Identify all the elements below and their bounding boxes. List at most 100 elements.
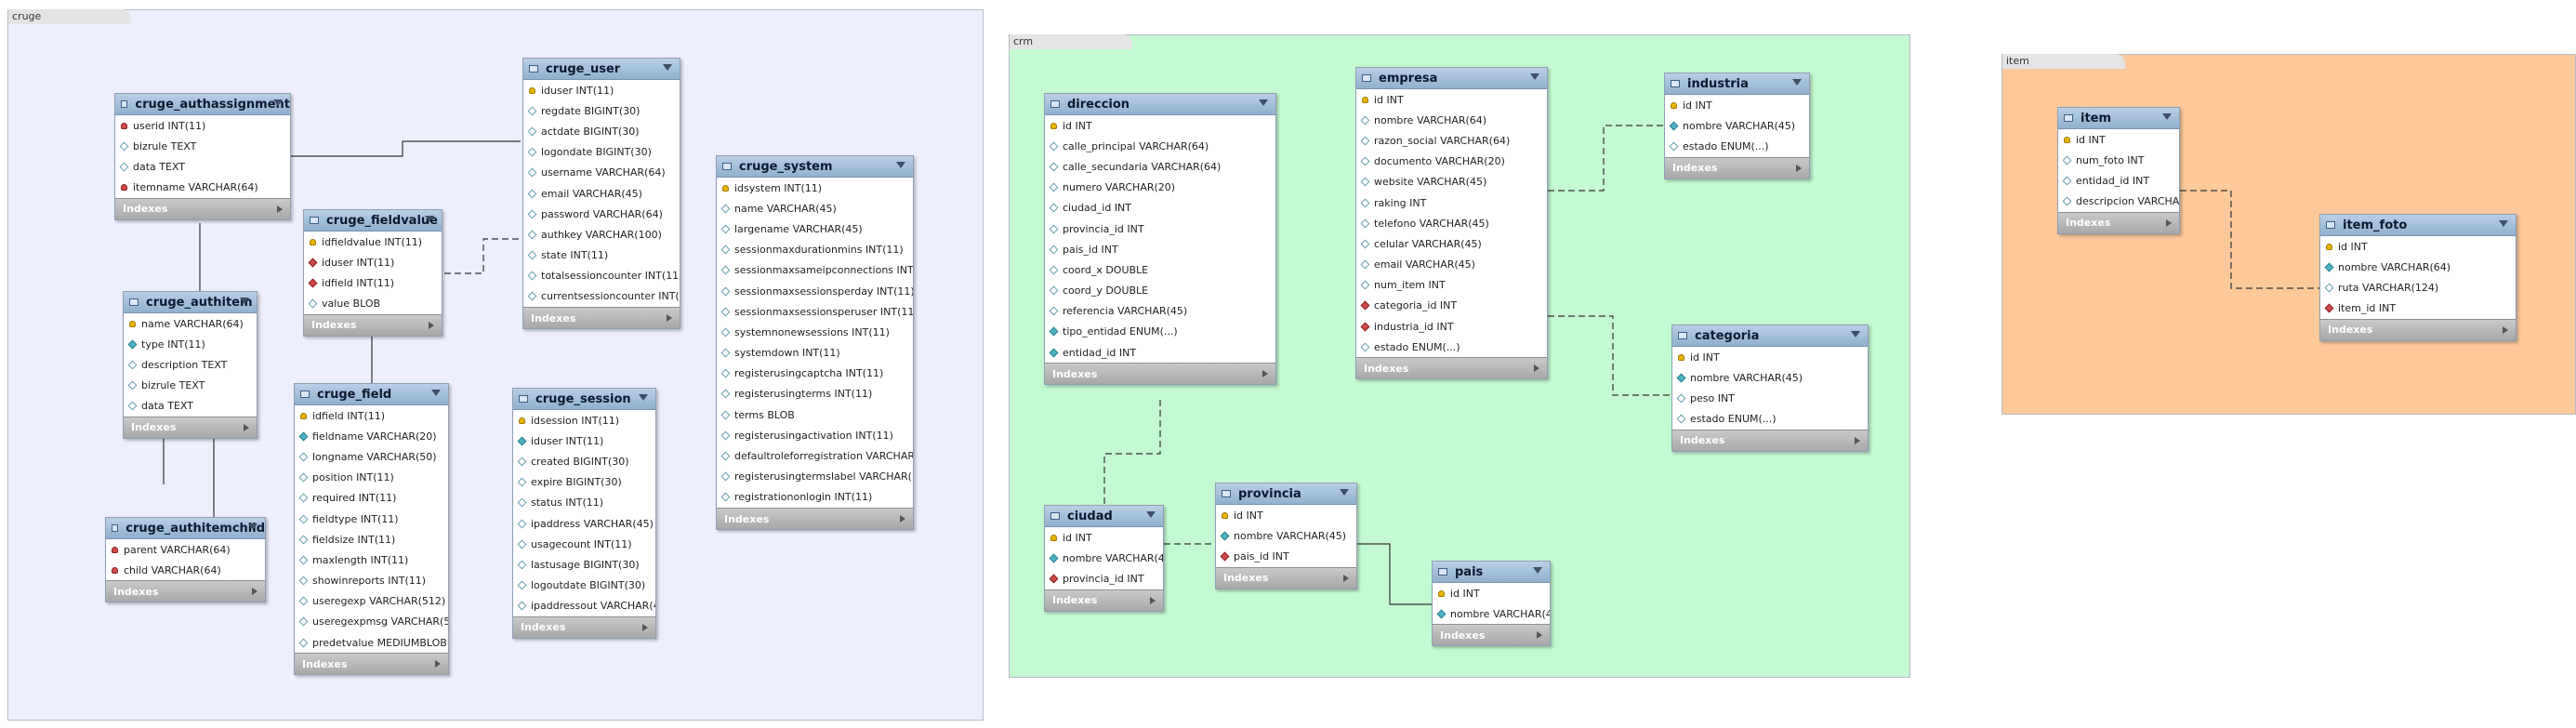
column-row[interactable]: calle_secundaria VARCHAR(64) bbox=[1045, 156, 1275, 177]
chevron-down-icon[interactable] bbox=[1792, 79, 1802, 86]
table-cruge-fieldvalue[interactable]: cruge_fieldvalue idfieldvalue INT(11)idu… bbox=[303, 209, 443, 337]
indexes-section[interactable]: Indexes bbox=[1045, 363, 1275, 385]
column-row[interactable]: descripcion VARCHA... bbox=[2058, 192, 2179, 212]
column-row[interactable]: ruta VARCHAR(124) bbox=[2320, 277, 2516, 298]
column-row[interactable]: nombre VARCHAR(45) bbox=[1045, 548, 1163, 568]
column-row[interactable]: data TEXT bbox=[124, 396, 257, 417]
table-cruge-authitem[interactable]: cruge_authitem name VARCHAR(64)type INT(… bbox=[123, 291, 258, 439]
chevron-down-icon[interactable] bbox=[2162, 113, 2172, 120]
column-row[interactable]: peso INT bbox=[1672, 388, 1868, 408]
table-header[interactable]: cruge_user bbox=[523, 59, 680, 80]
table-cruge-system[interactable]: cruge_system idsystem INT(11)name VARCHA… bbox=[716, 155, 914, 530]
column-row[interactable]: nombre VARCHAR(64) bbox=[1356, 110, 1547, 130]
column-row[interactable]: username VARCHAR(64) bbox=[523, 163, 680, 183]
column-row[interactable]: id INT bbox=[1045, 527, 1163, 548]
column-row[interactable]: nombre VARCHAR(45) bbox=[1216, 525, 1356, 546]
column-row[interactable]: fieldsize INT(11) bbox=[295, 529, 448, 549]
chevron-right-icon[interactable] bbox=[1534, 364, 1539, 373]
column-row[interactable]: categoria_id INT bbox=[1356, 296, 1547, 316]
column-row[interactable]: industria_id INT bbox=[1356, 316, 1547, 337]
column-row[interactable]: registerusingcaptcha INT(11) bbox=[717, 364, 913, 384]
chevron-right-icon[interactable] bbox=[429, 321, 434, 329]
column-row[interactable]: registerusingtermslabel VARCHAR(100) bbox=[717, 467, 913, 487]
table-header[interactable]: empresa bbox=[1356, 68, 1547, 89]
column-row[interactable]: idfieldvalue INT(11) bbox=[304, 232, 442, 252]
column-row[interactable]: id INT bbox=[1045, 115, 1275, 136]
indexes-section[interactable]: Indexes bbox=[106, 580, 265, 602]
chevron-right-icon[interactable] bbox=[2503, 325, 2508, 334]
column-row[interactable]: id INT bbox=[1356, 89, 1547, 110]
chevron-down-icon[interactable] bbox=[1259, 99, 1268, 106]
column-row[interactable]: entidad_id INT bbox=[1045, 342, 1275, 363]
table-header[interactable]: item bbox=[2058, 108, 2179, 129]
chevron-right-icon[interactable] bbox=[1262, 370, 1268, 378]
chevron-down-icon[interactable] bbox=[896, 162, 905, 168]
column-row[interactable]: lastusage BIGINT(30) bbox=[513, 554, 655, 575]
column-row[interactable]: id INT bbox=[2058, 129, 2179, 150]
column-row[interactable]: nombre VARCHAR(45) bbox=[1433, 603, 1550, 624]
column-row[interactable]: iduser INT(11) bbox=[304, 252, 442, 272]
column-row[interactable]: nombre VARCHAR(45) bbox=[1665, 115, 1809, 136]
table-header[interactable]: categoria bbox=[1672, 325, 1868, 347]
column-row[interactable]: type INT(11) bbox=[124, 334, 257, 354]
chevron-right-icon[interactable] bbox=[642, 623, 648, 631]
chevron-down-icon[interactable] bbox=[1851, 331, 1860, 338]
column-row[interactable]: usagecount INT(11) bbox=[513, 534, 655, 554]
column-row[interactable]: pais_id INT bbox=[1216, 546, 1356, 566]
column-row[interactable]: userid INT(11) bbox=[115, 115, 290, 136]
indexes-section[interactable]: Indexes bbox=[717, 508, 913, 529]
column-row[interactable]: website VARCHAR(45) bbox=[1356, 172, 1547, 192]
column-row[interactable]: idsystem INT(11) bbox=[717, 178, 913, 198]
table-header[interactable]: cruge_session bbox=[513, 389, 655, 410]
column-row[interactable]: coord_y DOUBLE bbox=[1045, 281, 1275, 301]
chevron-down-icon[interactable] bbox=[1533, 567, 1542, 574]
table-header[interactable]: cruge_system bbox=[717, 156, 913, 178]
column-row[interactable]: estado ENUM(...) bbox=[1356, 337, 1547, 357]
chevron-right-icon[interactable] bbox=[1150, 596, 1156, 604]
chevron-right-icon[interactable] bbox=[1855, 436, 1860, 444]
column-row[interactable]: authkey VARCHAR(100) bbox=[523, 224, 680, 245]
column-row[interactable]: email VARCHAR(45) bbox=[523, 183, 680, 204]
column-row[interactable]: useregexpmsg VARCHAR(512) bbox=[295, 612, 448, 632]
column-row[interactable]: documento VARCHAR(20) bbox=[1356, 152, 1547, 172]
chevron-right-icon[interactable] bbox=[1537, 631, 1542, 640]
chevron-right-icon[interactable] bbox=[1796, 164, 1802, 172]
table-cruge-field[interactable]: cruge_field idfield INT(11)fieldname VAR… bbox=[294, 383, 449, 676]
chevron-right-icon[interactable] bbox=[900, 515, 905, 523]
column-row[interactable]: sessionmaxsessionsperuser INT(11) bbox=[717, 301, 913, 322]
column-row[interactable]: id INT bbox=[1433, 583, 1550, 603]
column-row[interactable]: registerusingterms INT(11) bbox=[717, 384, 913, 404]
indexes-section[interactable]: Indexes bbox=[1665, 156, 1809, 179]
column-row[interactable]: description TEXT bbox=[124, 354, 257, 375]
column-row[interactable]: currentsessioncounter INT(11) bbox=[523, 286, 680, 307]
chevron-down-icon[interactable] bbox=[248, 523, 258, 530]
column-row[interactable]: id INT bbox=[1665, 95, 1809, 115]
chevron-down-icon[interactable] bbox=[663, 64, 672, 71]
column-row[interactable]: value BLOB bbox=[304, 294, 442, 314]
column-row[interactable]: defaultroleforregistration VARCHAR(64) bbox=[717, 445, 913, 466]
column-row[interactable]: largename VARCHAR(45) bbox=[717, 218, 913, 239]
table-cruge-authassignment[interactable]: cruge_authassignment userid INT(11)bizru… bbox=[114, 93, 291, 220]
column-row[interactable]: num_item INT bbox=[1356, 275, 1547, 296]
column-row[interactable]: useregexp VARCHAR(512) bbox=[295, 591, 448, 612]
indexes-section[interactable]: Indexes bbox=[124, 416, 257, 438]
indexes-section[interactable]: Indexes bbox=[1672, 429, 1868, 451]
column-row[interactable]: systemdown INT(11) bbox=[717, 343, 913, 364]
chevron-down-icon[interactable] bbox=[431, 390, 441, 396]
column-row[interactable]: sessionmaxsessionsperday INT(11) bbox=[717, 281, 913, 301]
column-row[interactable]: regdate BIGINT(30) bbox=[523, 100, 680, 121]
column-row[interactable]: entidad_id INT bbox=[2058, 170, 2179, 191]
column-row[interactable]: logondate BIGINT(30) bbox=[523, 142, 680, 163]
column-row[interactable]: nombre VARCHAR(64) bbox=[2320, 257, 2516, 277]
indexes-section[interactable]: Indexes bbox=[115, 197, 290, 219]
column-row[interactable]: data TEXT bbox=[115, 156, 290, 177]
table-header[interactable]: provincia bbox=[1216, 483, 1356, 505]
column-row[interactable]: expire BIGINT(30) bbox=[513, 472, 655, 493]
column-row[interactable]: id INT bbox=[2320, 236, 2516, 257]
chevron-down-icon[interactable] bbox=[425, 216, 434, 222]
column-row[interactable]: id INT bbox=[1216, 505, 1356, 525]
